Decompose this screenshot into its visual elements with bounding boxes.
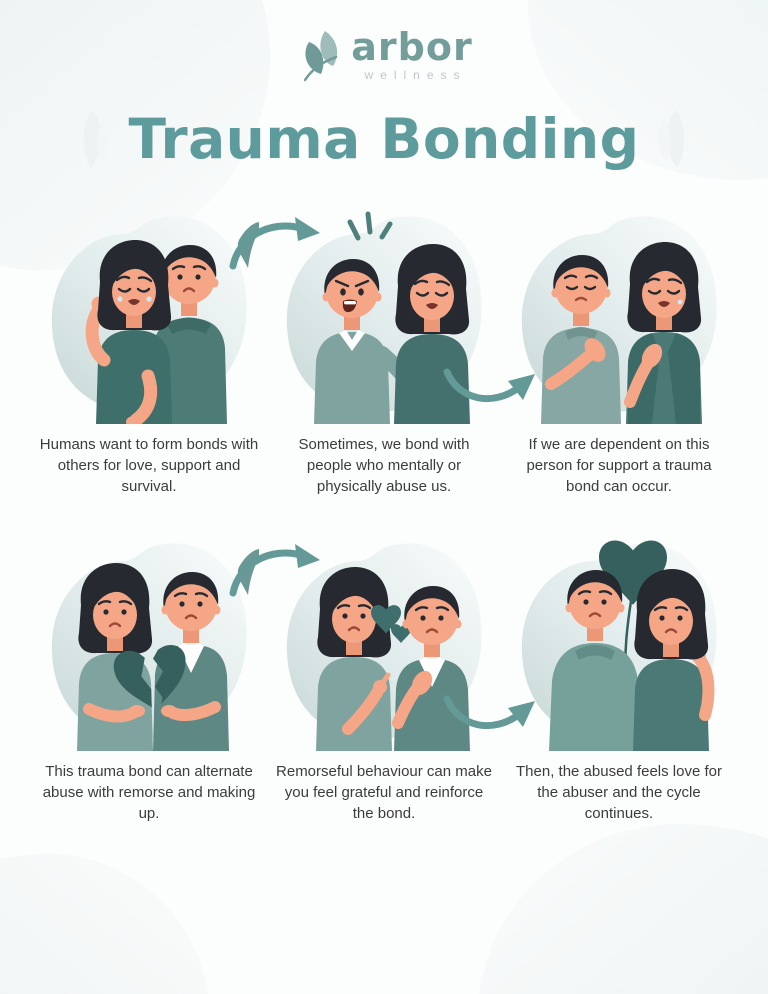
panel-caption: If we are dependent on this person for s… — [526, 436, 712, 495]
illustration-remorseful-couple — [521, 216, 717, 424]
illustration-couple-heart-balloon — [521, 540, 717, 751]
broken-heart-icon — [113, 644, 186, 708]
leaf-logo-icon — [304, 31, 338, 82]
page-title: Trauma Bonding — [128, 106, 640, 171]
panel-caption: Humans want to form bonds with others fo… — [39, 436, 259, 495]
panel-caption: Sometimes, we bond with people who menta… — [298, 436, 470, 495]
illustration-woman-hearts-man-apologetic — [286, 543, 482, 751]
anger-marks-icon — [347, 211, 393, 241]
panel-row-2 — [39, 531, 729, 751]
panel-caption: Then, the abused feels love for the abus… — [516, 763, 722, 822]
curved-arrow-icon — [225, 537, 325, 601]
panel-caption: This trauma bond can alternate abuse wit… — [42, 763, 256, 822]
illustration-crying-woman-concerned-man — [51, 216, 259, 424]
title-leaf-right-icon — [657, 110, 684, 168]
tear-icon — [117, 296, 123, 302]
illustration-man-shouting-at-woman — [286, 211, 482, 424]
illustration-couple-broken-heart — [51, 543, 259, 751]
panel-caption: Remorseful behaviour can make you feel g… — [276, 763, 492, 822]
title-leaf-left-icon — [84, 110, 111, 168]
tear-icon — [146, 296, 152, 302]
corner-blob-bottom-left — [0, 854, 210, 994]
panel-row-1 — [39, 204, 729, 424]
logo-name: arbor — [351, 25, 473, 69]
caption-row-2: This trauma bond can alternate abuse wit… — [39, 761, 729, 824]
curved-arrow-icon — [225, 210, 325, 274]
corner-blob-bottom-right — [478, 824, 768, 994]
brand-logo: arbor wellness — [0, 0, 768, 82]
tear-icon — [677, 299, 683, 305]
curved-arrow-icon — [439, 362, 539, 414]
caption-row-1: Humans want to form bonds with others fo… — [39, 434, 729, 497]
logo-subtitle: wellness — [364, 68, 467, 82]
curved-arrow-icon — [439, 689, 539, 741]
